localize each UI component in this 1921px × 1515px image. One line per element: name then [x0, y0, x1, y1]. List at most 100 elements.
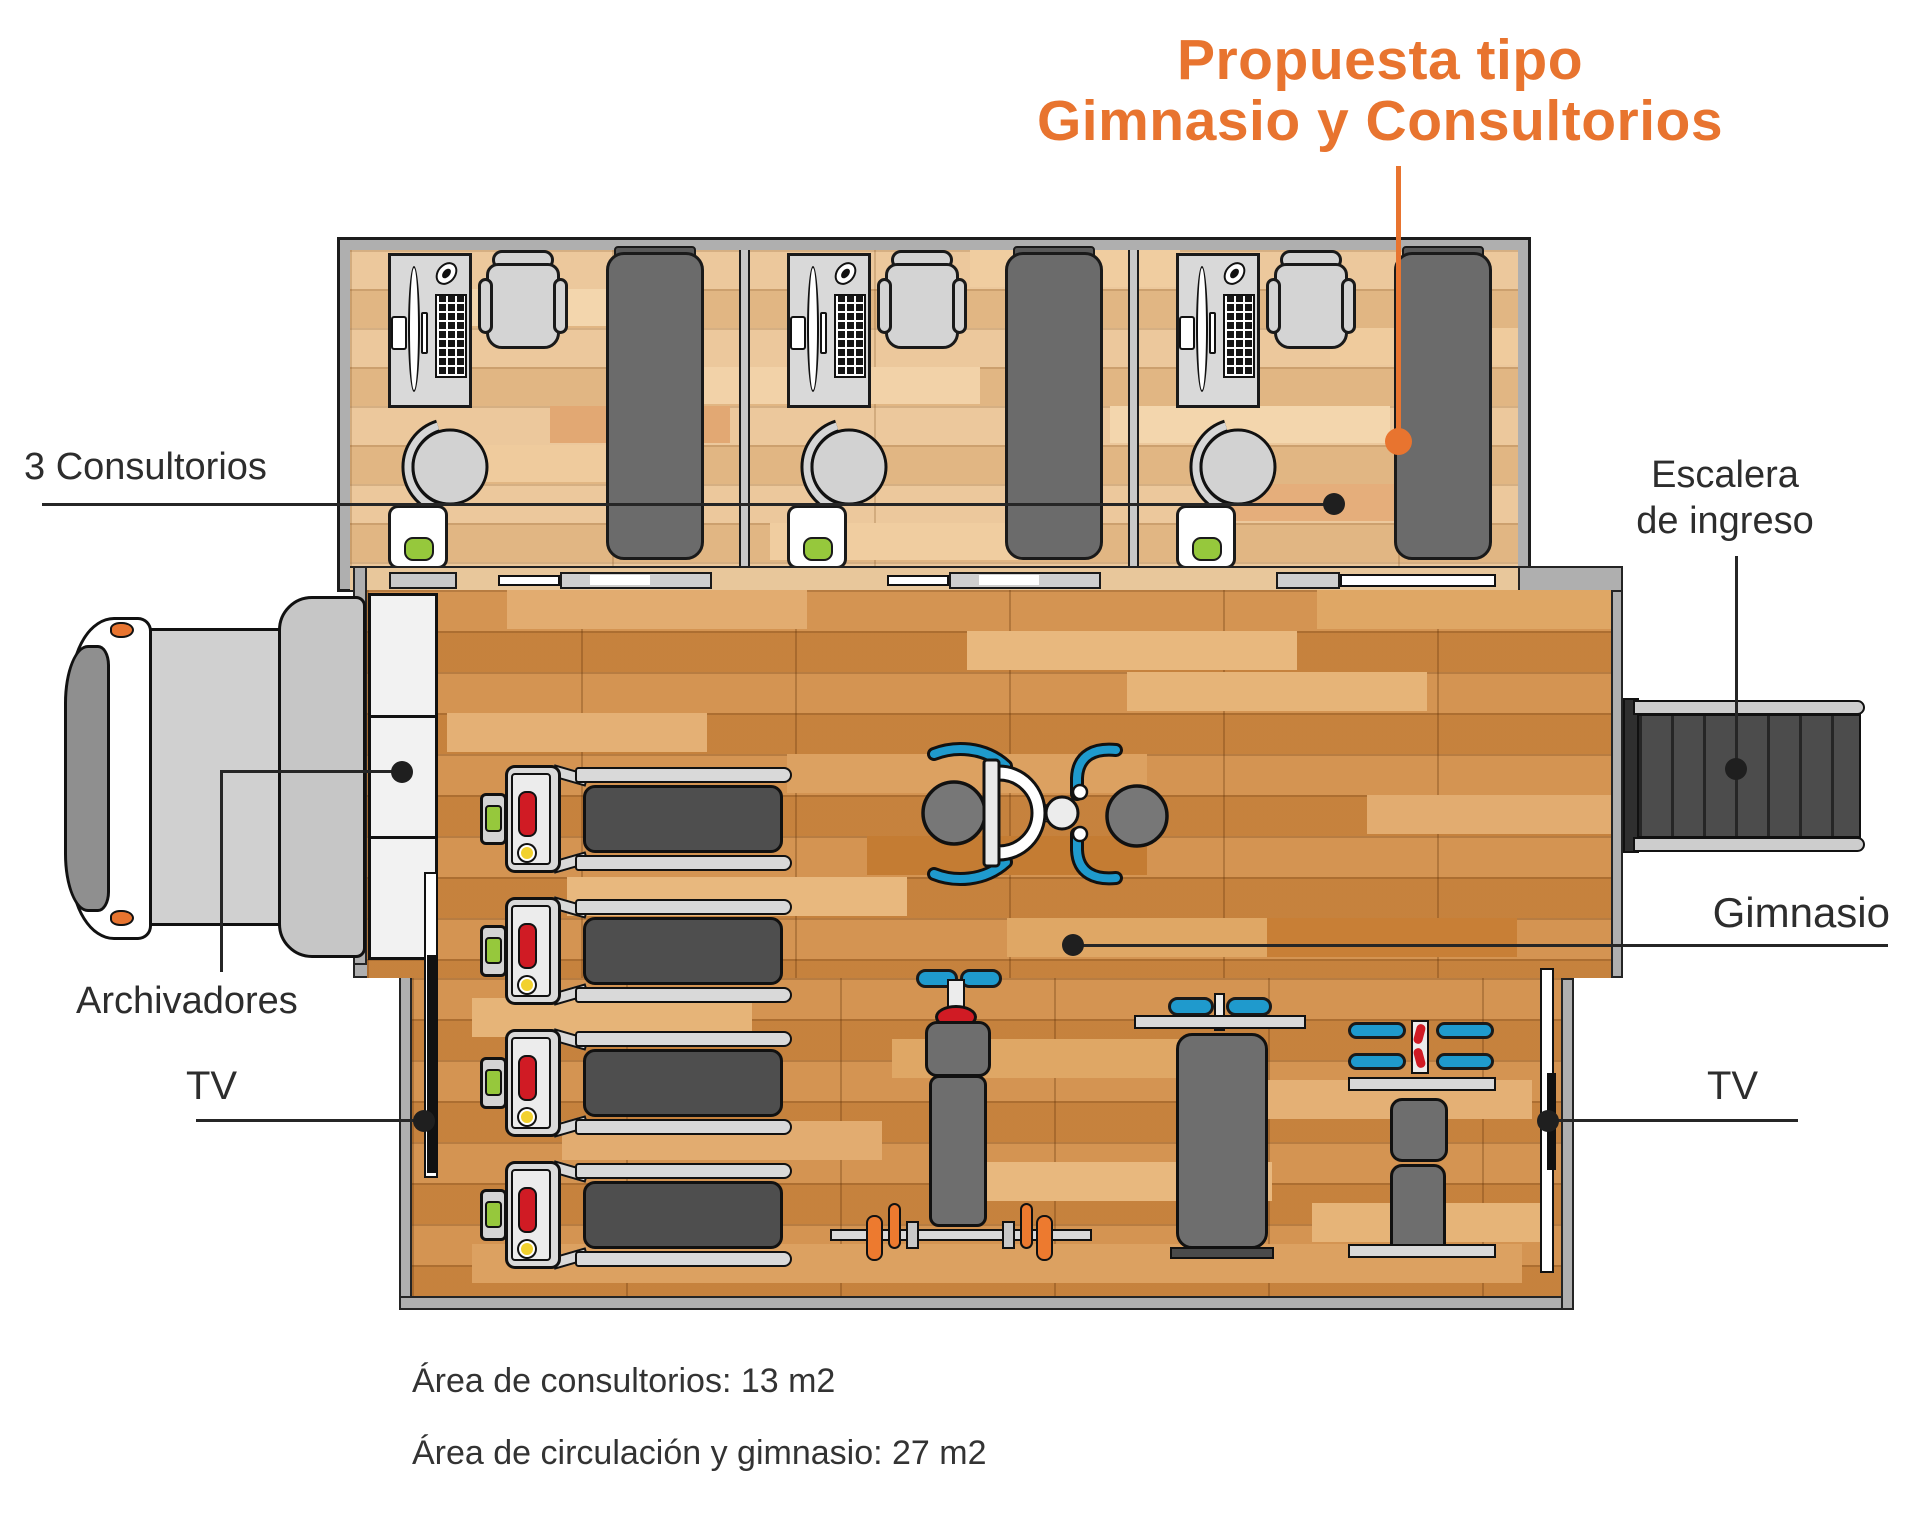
page-title-line2: Gimnasio y Consultorios — [1036, 89, 1724, 153]
barbell-collar — [1002, 1221, 1015, 1249]
bench-post — [1214, 993, 1225, 1031]
pointer-line — [1073, 944, 1888, 947]
truck-cab-icon — [60, 592, 368, 964]
stool-icon — [797, 418, 889, 516]
treadmill-display — [518, 923, 537, 969]
barbell-collar — [906, 1221, 919, 1249]
weight-plate-icon — [1036, 1215, 1053, 1261]
treadmill-rail — [575, 1119, 792, 1135]
exam-bed-icon — [1005, 246, 1103, 560]
keyboard-icon — [834, 294, 866, 378]
room-divider — [1128, 250, 1139, 568]
monitor-mount-icon — [421, 312, 428, 354]
mouse-icon — [431, 257, 462, 290]
treadmill-button — [519, 1109, 535, 1125]
treadmill-screen — [485, 937, 502, 964]
bench-handle — [1168, 997, 1214, 1016]
sliding-door — [389, 572, 457, 589]
cab-windshield — [64, 645, 110, 912]
monitor-mount-icon — [1209, 312, 1216, 354]
treadmill-rail — [575, 1251, 792, 1267]
computer-monitor-icon — [408, 266, 420, 392]
cab-connector — [278, 596, 366, 958]
page-title-line1: Propuesta tipo — [1176, 28, 1584, 92]
bench-handle — [960, 969, 1002, 988]
door-track — [887, 575, 949, 586]
label-gimnasio: Gimnasio — [1712, 889, 1890, 936]
exam-bed-icon — [606, 246, 704, 560]
label-escalera: Escalera de ingreso — [1580, 452, 1870, 544]
sink-icon — [787, 505, 847, 569]
bench-press-icon — [830, 963, 1092, 1265]
pointer-line — [42, 503, 1334, 506]
label-archivadores: Archivadores — [76, 980, 298, 1022]
pointer-dot — [391, 761, 413, 783]
treadmill-belt — [583, 917, 783, 985]
bench-handle — [1436, 1053, 1494, 1070]
pointer-line — [196, 1119, 424, 1122]
sink-icon — [1176, 505, 1236, 569]
mouse-icon — [830, 257, 861, 290]
cab-light-icon — [110, 910, 134, 926]
sink-icon — [388, 505, 448, 569]
bench-pad — [929, 1075, 987, 1227]
bench-base — [1170, 1247, 1274, 1259]
sliding-door — [1276, 572, 1340, 589]
sliding-door — [949, 572, 1101, 589]
treadmill-icon — [480, 1028, 792, 1138]
treadmill-screen — [485, 1201, 502, 1228]
doctor-desk — [388, 253, 472, 408]
bench-handle — [1348, 1053, 1406, 1070]
treadmill-rail — [575, 1031, 792, 1047]
treadmill-icon — [480, 896, 792, 1006]
pointer-line — [220, 770, 402, 773]
treadmill-icon — [480, 1160, 792, 1270]
office-chair-icon — [877, 250, 967, 362]
title-pointer-line — [1396, 166, 1401, 438]
bench-handle — [1348, 1022, 1406, 1039]
computer-monitor-icon — [807, 266, 819, 392]
room-divider — [739, 250, 750, 568]
monitor-stand-icon — [391, 316, 407, 350]
door-track — [498, 575, 560, 586]
keyboard-icon — [435, 294, 467, 378]
treadmill-screen — [485, 1069, 502, 1096]
treadmill-belt — [583, 785, 783, 853]
treadmill-display — [518, 1055, 537, 1101]
treadmill-console-tab — [480, 1057, 507, 1109]
doctor-desk — [787, 253, 871, 408]
area-gimnasio-text: Área de circulación y gimnasio: 27 m2 — [412, 1434, 987, 1472]
treadmill-display — [518, 1187, 537, 1233]
label-consultorios: 3 Consultorios — [24, 446, 267, 488]
treadmill-belt — [583, 1181, 783, 1249]
pointer-dot — [1062, 934, 1084, 956]
mouse-icon — [1219, 257, 1250, 290]
stairs-icon — [1623, 696, 1868, 856]
monitor-mount-icon — [820, 312, 827, 354]
gym-wall-left-lower — [399, 963, 412, 1310]
bench-crossbar — [1134, 1015, 1306, 1029]
pointer-line — [1735, 556, 1738, 768]
bench-handle — [1436, 1022, 1494, 1039]
monitor-stand-icon — [790, 316, 806, 350]
bench-crossbar — [1348, 1244, 1496, 1258]
tv-screen — [427, 955, 436, 1173]
office-chair-icon — [478, 250, 568, 362]
treadmill-rail — [575, 767, 792, 783]
ab-bench-icon — [1348, 1020, 1496, 1260]
sliding-door — [560, 572, 712, 589]
treadmill-display — [518, 791, 537, 837]
consultorio-room — [350, 246, 739, 569]
gym-wall-top-right — [1518, 566, 1623, 592]
incline-bench-icon — [1134, 993, 1306, 1261]
bench-pad — [1176, 1033, 1268, 1249]
treadmill-screen — [485, 805, 502, 832]
gym-wall-bottom — [399, 1296, 1574, 1310]
pec-machine-icon — [920, 738, 1180, 890]
pointer-dot — [1725, 758, 1747, 780]
consultorio-room — [1138, 246, 1527, 569]
office-chair-icon — [1266, 250, 1356, 362]
pointer-dot — [1323, 493, 1345, 515]
treadmill-belt — [583, 1049, 783, 1117]
